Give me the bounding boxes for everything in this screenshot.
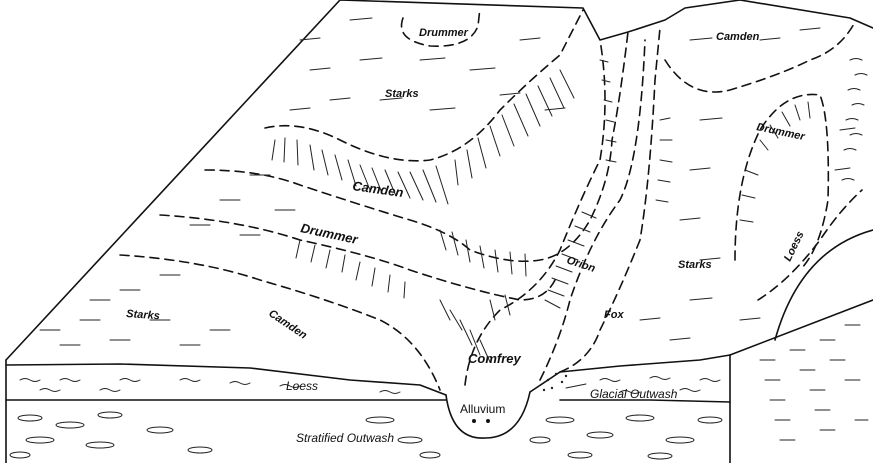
label-camden-top-right: Camden xyxy=(716,31,760,43)
label-starks-right: Starks xyxy=(678,259,712,271)
label-orion: Orion xyxy=(565,254,597,275)
label-drummer-right: Drummer xyxy=(755,121,806,143)
surface-texture xyxy=(40,18,855,345)
soil-labels: Drummer Starks Camden Drummer Camden Dru… xyxy=(126,27,807,366)
label-starks-left: Starks xyxy=(126,308,160,322)
front-face-texture xyxy=(10,373,722,459)
label-loess-side: Loess xyxy=(782,229,807,263)
label-camden-left: Camden xyxy=(266,308,309,342)
label-loess: Loess xyxy=(286,379,318,393)
label-comfrey: Comfrey xyxy=(468,351,522,366)
label-alluvium: Alluvium xyxy=(460,402,505,416)
slope-hachures xyxy=(272,60,810,362)
label-camden-center: Camden xyxy=(352,178,405,200)
layer-labels: Loess Glacial Outwash Alluvium Stratifie… xyxy=(286,379,678,445)
soil-boundaries xyxy=(120,8,862,390)
label-starks-top: Starks xyxy=(385,88,419,100)
label-drummer-center: Drummer xyxy=(299,220,360,247)
label-fox: Fox xyxy=(604,309,624,321)
label-drummer-top: Drummer xyxy=(419,27,469,39)
label-glacial-outwash: Glacial Outwash xyxy=(590,387,678,401)
label-stratified-outwash: Stratified Outwash xyxy=(296,431,394,445)
